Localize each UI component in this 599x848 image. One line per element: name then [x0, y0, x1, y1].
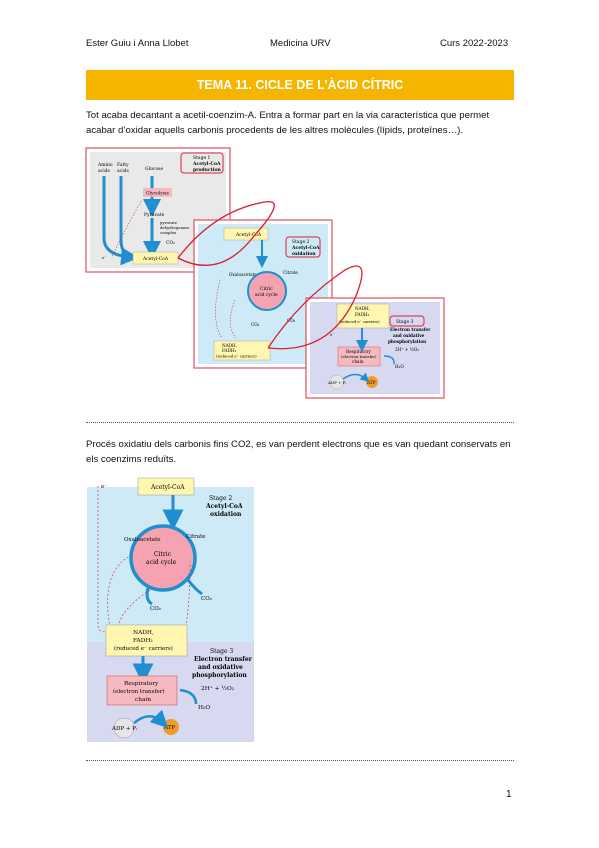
- label-fatty-2: acids: [117, 168, 130, 174]
- box-acetylcoa-f2: Acetyl-CoA: [150, 484, 185, 491]
- label-fadh2-s2: FADH₂: [222, 348, 237, 353]
- box-acetylcoa-s2: Acetyl-CoA: [235, 232, 262, 238]
- label-amino: Amino: [97, 162, 113, 168]
- label-atp-s3: ATP: [366, 380, 376, 385]
- intro-paragraph: Tot acaba decantant a acetil-coenzim-A. …: [86, 110, 490, 136]
- label-resp-3: chain: [352, 359, 364, 364]
- label-nadh-s3: NADH,: [355, 306, 370, 311]
- box-acetylcoa-s1: Acetyl-CoA: [142, 256, 169, 262]
- f2-stage3-title: Stage 3: [210, 648, 233, 655]
- f2-resp-2: (electron transfer): [113, 688, 165, 695]
- stage3-panel: NADH, FADH₂ (reduced e⁻ carriers) Stage …: [305, 297, 445, 399]
- stage2-panel: Acetyl-CoA Stage 2 Acetyl-CoA oxidation …: [193, 219, 333, 369]
- cycle-label-2: acid cycle: [255, 292, 278, 298]
- label-pdh-3: complex: [160, 230, 177, 235]
- label-pdh-1: pyruvate: [160, 220, 178, 225]
- stage3-sub1: Electron transfer: [390, 327, 431, 332]
- label-e-s1: e⁻: [102, 255, 106, 260]
- label-reduced-s3: (reduced e⁻ carriers): [339, 319, 380, 324]
- f2-stage3-sub3: phosphorylation: [192, 672, 247, 679]
- label-adp-s3: ADP + Pᵢ: [327, 380, 346, 385]
- stage1-sub2: production: [193, 167, 221, 173]
- f2-stage2-sub2: oxidation: [210, 511, 242, 518]
- label-fadh2-f2: FADH₂: [133, 638, 153, 644]
- f2-stage3-sub2: and oxidative: [198, 664, 243, 671]
- connector-loop-2: [267, 265, 363, 350]
- citric-cycle-circle: [129, 524, 197, 592]
- label-co2-f2b: CO₂: [201, 596, 212, 602]
- label-water-f2: H₂O: [198, 705, 210, 711]
- f2-cycle-label-2: acid cycle: [146, 559, 177, 566]
- label-reduced-s2: (reduced e⁻ carriers): [216, 354, 257, 359]
- separator: [86, 422, 514, 423]
- label-pdh-2: dehydrogenase: [160, 225, 190, 230]
- label-citrate-s2: Citrate: [283, 270, 298, 275]
- label-co2-s2b: CO₂: [287, 318, 296, 323]
- separator-bottom: [86, 760, 514, 761]
- page-title: TEMA 11. CICLE DE L’ÀCID CÍTRIC: [196, 78, 404, 92]
- label-co2-s2a: CO₂: [251, 322, 260, 327]
- stage3-title: Stage 3: [396, 319, 414, 325]
- stage2-title: Stage 2: [292, 239, 310, 245]
- stage1-title: Stage 1: [193, 155, 211, 161]
- label-co2-s1: CO₂: [166, 240, 175, 246]
- header-course: Medicina URV: [270, 38, 331, 49]
- oxidation-paragraph: Procés oxidatiu dels carbonis fins CO2, …: [86, 439, 511, 465]
- f2-stage2-title: Stage 2: [209, 495, 232, 502]
- label-oaa-f2: Oxaloacetate: [124, 537, 161, 543]
- stage3-sub2: and oxidative: [393, 333, 425, 338]
- connector-loop-1: [177, 201, 275, 266]
- box-glycolysis: Glycolysis: [146, 191, 170, 197]
- label-water-s3: H₂O: [395, 364, 404, 369]
- label-amino-2: acids: [98, 168, 111, 174]
- title-banner: TEMA 11. CICLE DE L’ÀCID CÍTRIC: [86, 70, 514, 100]
- f2-stage3-sub1: Electron transfer: [194, 656, 253, 663]
- label-glucose: Glucose: [145, 166, 163, 172]
- label-oaa-s2: Oxaloacetate: [229, 272, 257, 277]
- f2-resp-3: chain: [135, 697, 151, 703]
- f2-resp-1: Respiratory: [124, 681, 159, 687]
- cycle-label-1: Citric: [260, 286, 273, 292]
- stage2-sub1: Acetyl-CoA: [291, 245, 320, 251]
- label-reduced-f2: (reduced e⁻ carriers): [114, 645, 173, 652]
- label-co2-f2a: CO₂: [150, 606, 161, 612]
- label-fadh2-s3: FADH₂: [355, 312, 370, 317]
- label-pyruvate: Pyruvate: [144, 212, 165, 218]
- label-proton-f2: 2H⁺ + ½O₂: [201, 685, 234, 692]
- label-resp-2: (electron transfer): [341, 354, 377, 359]
- label-nadh-f2: NADH,: [133, 630, 154, 636]
- header-author: Ester Guiu i Anna Llobet: [86, 38, 189, 49]
- label-proton-s3: 2H⁺ + ½O₂: [395, 347, 419, 352]
- label-atp-f2: ATP: [163, 725, 175, 731]
- stage2-sub2: oxidation: [292, 251, 316, 257]
- header-year: Curs 2022-2023: [440, 38, 509, 49]
- page-number: 1: [506, 789, 512, 800]
- label-nadh-s2: NADH,: [222, 343, 237, 348]
- label-fatty: Fatty: [117, 162, 129, 168]
- stage3-sub3: phosphorylation: [388, 339, 426, 344]
- label-e-f2: e⁻: [101, 484, 107, 490]
- f2-stage2-sub1: Acetyl-CoA: [205, 503, 243, 510]
- label-e-s3: e⁻: [330, 332, 334, 337]
- f2-cycle-label-1: Citric: [154, 551, 172, 558]
- label-citrate-f2: Citrate: [186, 534, 206, 540]
- stage1-sub1: Acetyl-CoA: [192, 161, 221, 167]
- label-adp-f2: ADP + Pᵢ: [111, 726, 138, 732]
